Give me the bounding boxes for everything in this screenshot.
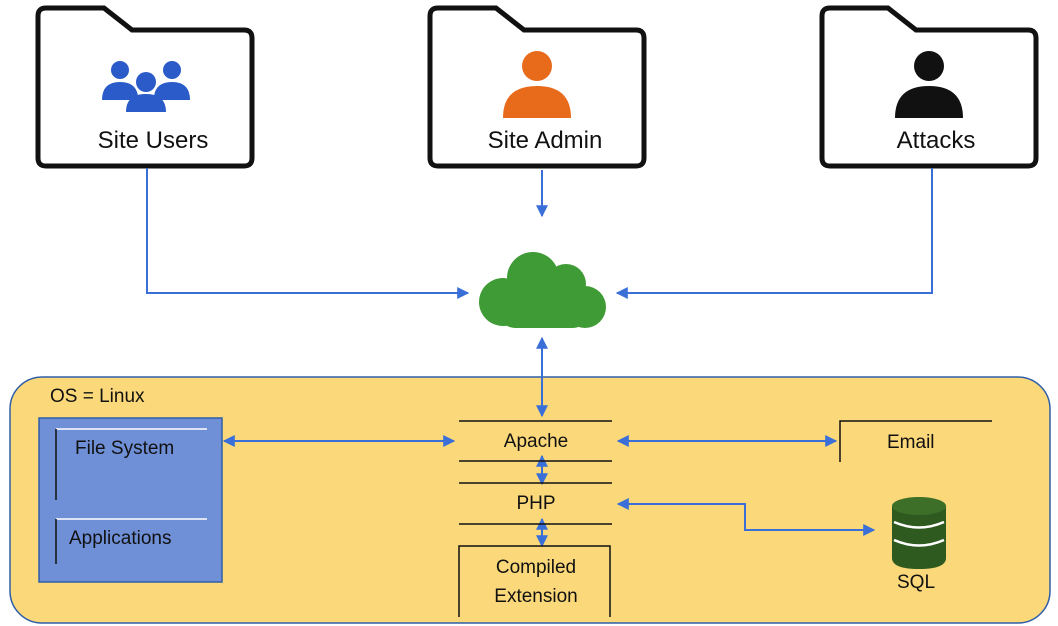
server-stack-lines — [458, 420, 612, 617]
users-group-icon — [102, 61, 190, 112]
cloud-icon — [479, 252, 606, 328]
sql-label: SQL — [897, 572, 936, 593]
admin-person-icon — [503, 51, 571, 118]
file-system-panel — [38, 417, 223, 583]
email-box-lines — [839, 420, 992, 462]
php-sql-arrow — [616, 498, 876, 536]
site-users-label: Site Users — [97, 127, 209, 154]
site-admin-label: Site Admin — [487, 127, 603, 154]
attacks-label: Attacks — [896, 127, 976, 154]
attacks-to-cloud-arrow — [615, 168, 933, 299]
users-to-cloud-arrow — [146, 168, 470, 299]
connectors — [146, 168, 933, 548]
apache-label: Apache — [503, 431, 569, 452]
file-system-label: File System — [75, 438, 175, 459]
php-label: PHP — [516, 493, 556, 514]
database-icon — [892, 497, 946, 569]
email-label: Email — [887, 432, 935, 453]
applications-label: Applications — [69, 528, 172, 549]
os-label: OS = Linux — [50, 386, 145, 407]
compiled-extension-line2: Extension — [494, 586, 578, 607]
compiled-extension-line1: Compiled — [495, 557, 577, 578]
attacker-person-icon — [895, 51, 963, 118]
